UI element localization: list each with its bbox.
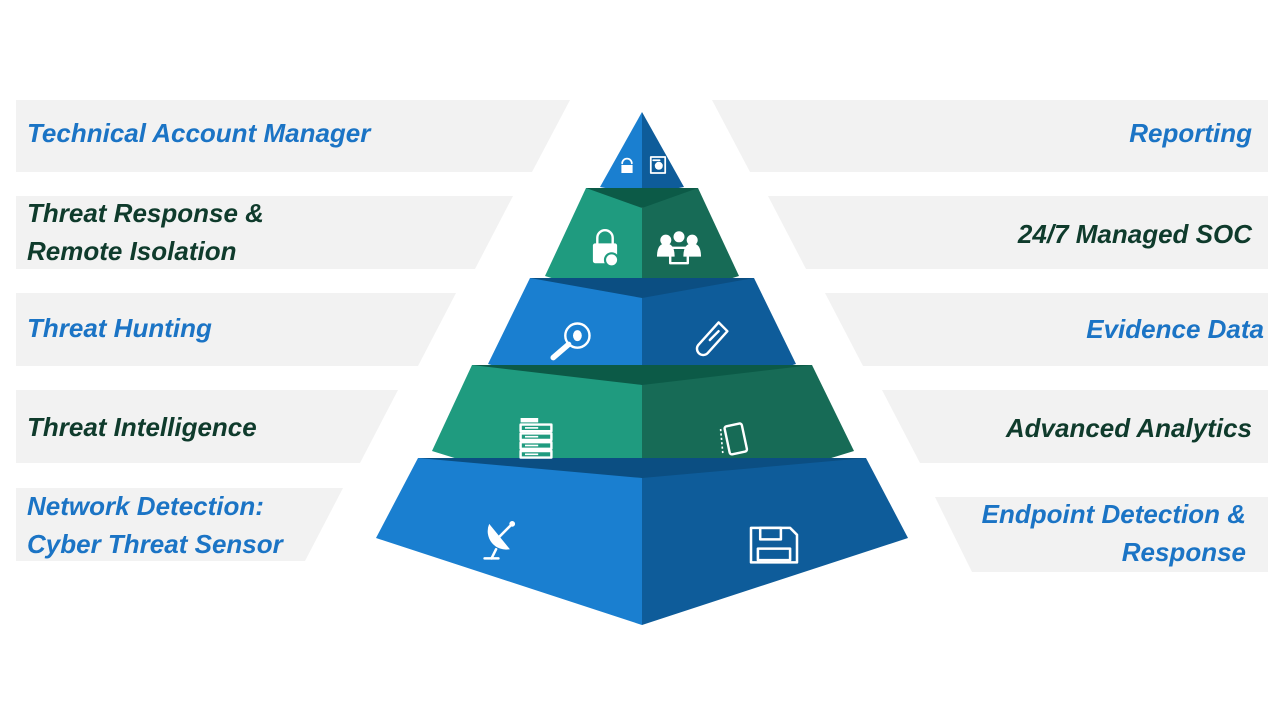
left-label: Threat Hunting — [27, 313, 212, 343]
left-label: Network Detection: — [27, 491, 264, 521]
left-label-band — [16, 293, 456, 366]
team-icon — [657, 231, 701, 265]
right-label-band — [935, 497, 1268, 572]
tablet-icon — [719, 422, 749, 456]
left-label-band — [16, 390, 398, 463]
apex-left-face — [600, 112, 642, 195]
right-label-band — [882, 390, 1268, 463]
right-label-band — [712, 100, 1268, 172]
right-label: Advanced Analytics — [1005, 413, 1252, 443]
right-label: Response — [1122, 537, 1246, 567]
left-label-band — [16, 488, 343, 561]
right-label: 24/7 Managed SOC — [1017, 219, 1253, 249]
right-label-band — [825, 293, 1268, 366]
left-label-band — [16, 196, 513, 269]
floppy-disk-icon — [749, 526, 799, 564]
left-label: Remote Isolation — [27, 236, 236, 266]
shield-lock-icon — [621, 157, 633, 173]
right-label: Evidence Data — [1086, 314, 1264, 344]
apex-tier — [600, 112, 684, 195]
left-label: Technical Account Manager — [27, 118, 372, 148]
tier-right-face — [642, 458, 908, 625]
test-tube-icon — [695, 321, 729, 357]
server-rack-icon — [519, 418, 553, 459]
right-label-band — [768, 196, 1268, 269]
apex-right-face — [642, 112, 684, 195]
right-label: Endpoint Detection & — [982, 499, 1246, 529]
right-label: Reporting — [1129, 118, 1252, 148]
left-label: Cyber Threat Sensor — [27, 529, 285, 559]
certificate-icon — [649, 156, 667, 174]
left-label-band — [16, 100, 570, 172]
padlock-icon — [592, 229, 620, 268]
base-tier — [376, 458, 908, 625]
left-label: Threat Response & — [27, 198, 264, 228]
satellite-dish-icon — [483, 521, 516, 560]
tier-left-face — [376, 458, 642, 625]
left-label: Threat Intelligence — [27, 412, 257, 442]
bug-search-icon — [550, 322, 591, 361]
